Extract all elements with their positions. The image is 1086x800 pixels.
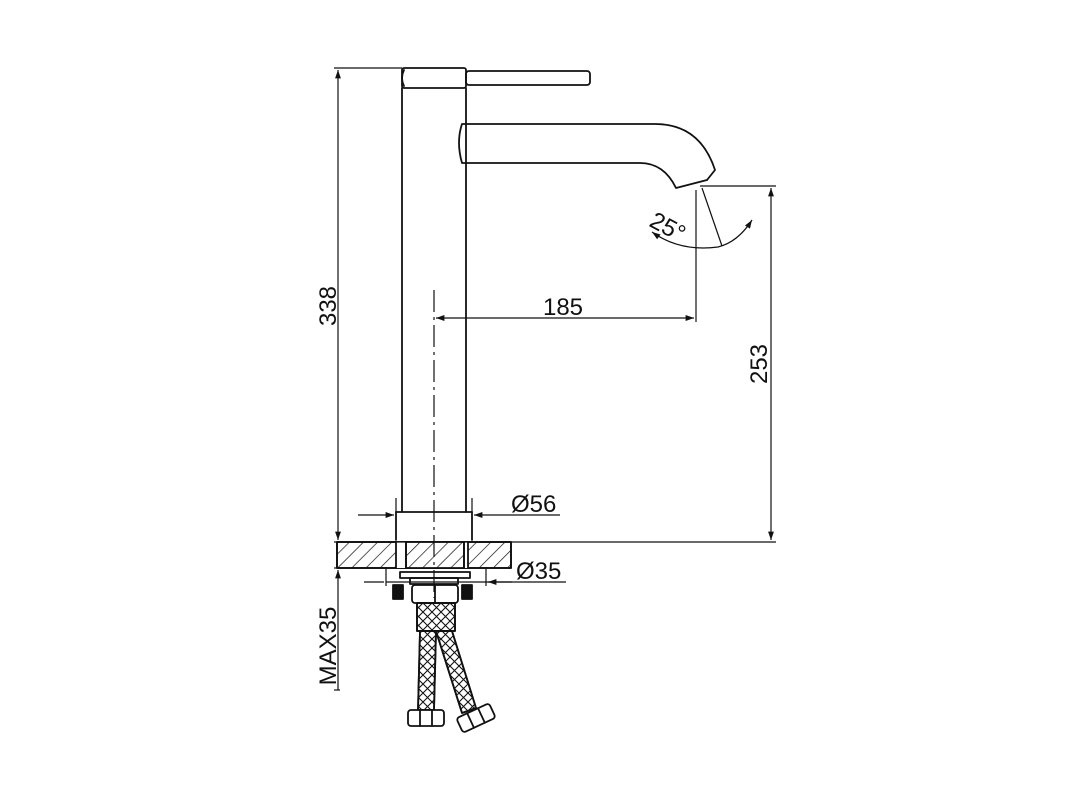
dim-spout-angle: 25° [645,207,690,248]
dim-mount-diameter: Ø35 [516,558,561,585]
supply-hoses [407,630,496,733]
handle [401,67,591,89]
dim-overall-height: 338 [315,286,342,326]
extension-lines [334,67,776,691]
base-section [336,511,512,632]
spout [458,123,716,189]
faucet-body [401,87,467,513]
dim-spout-height: 253 [746,344,773,384]
dim-spout-reach: 185 [543,294,583,321]
dim-body-diameter: Ø56 [511,491,556,518]
dim-max-deck: MAX35 [315,607,342,686]
dim-arc-spout-angle [651,219,753,249]
